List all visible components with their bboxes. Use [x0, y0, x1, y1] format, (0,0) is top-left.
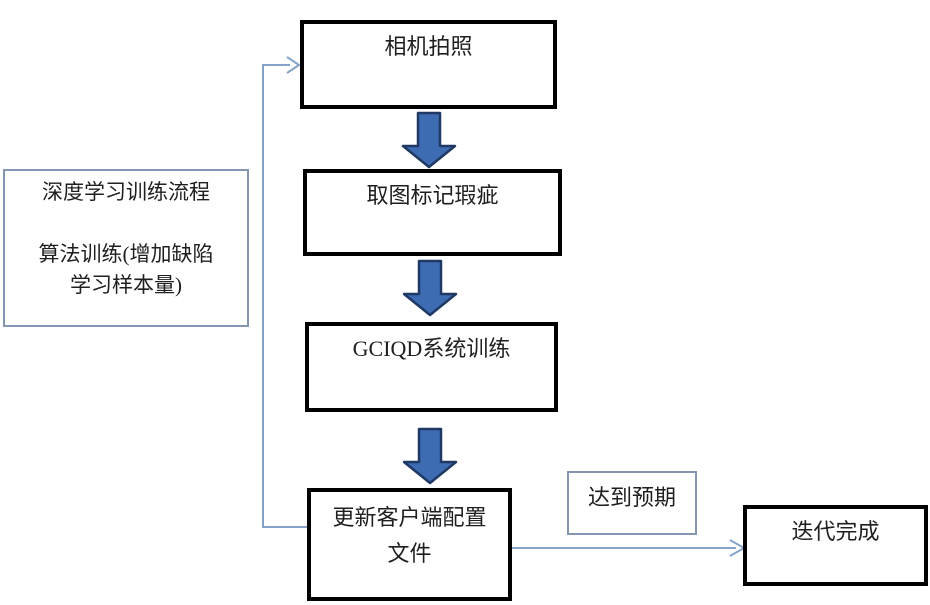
feedback-arrowhead-icon [286, 56, 301, 74]
block-down-arrow-icon [401, 111, 457, 169]
node-camera-capture: 相机拍照 [300, 20, 557, 109]
edge-label-expected: 达到预期 [567, 471, 697, 535]
node-gciqd-training: GCIQD系统训练 [305, 322, 558, 412]
block-down-arrow-icon [402, 427, 458, 485]
process-description-box: 深度学习训练流程 算法训练(增加缺陷 学习样本量) [3, 169, 249, 327]
node-update-client-config: 更新客户端配置 文件 [307, 488, 512, 601]
block-down-arrow-icon [402, 259, 458, 317]
node-iteration-complete: 迭代完成 [743, 505, 928, 586]
feedback-connector-line [262, 64, 307, 528]
node-mark-defects: 取图标记瑕疵 [303, 169, 562, 256]
